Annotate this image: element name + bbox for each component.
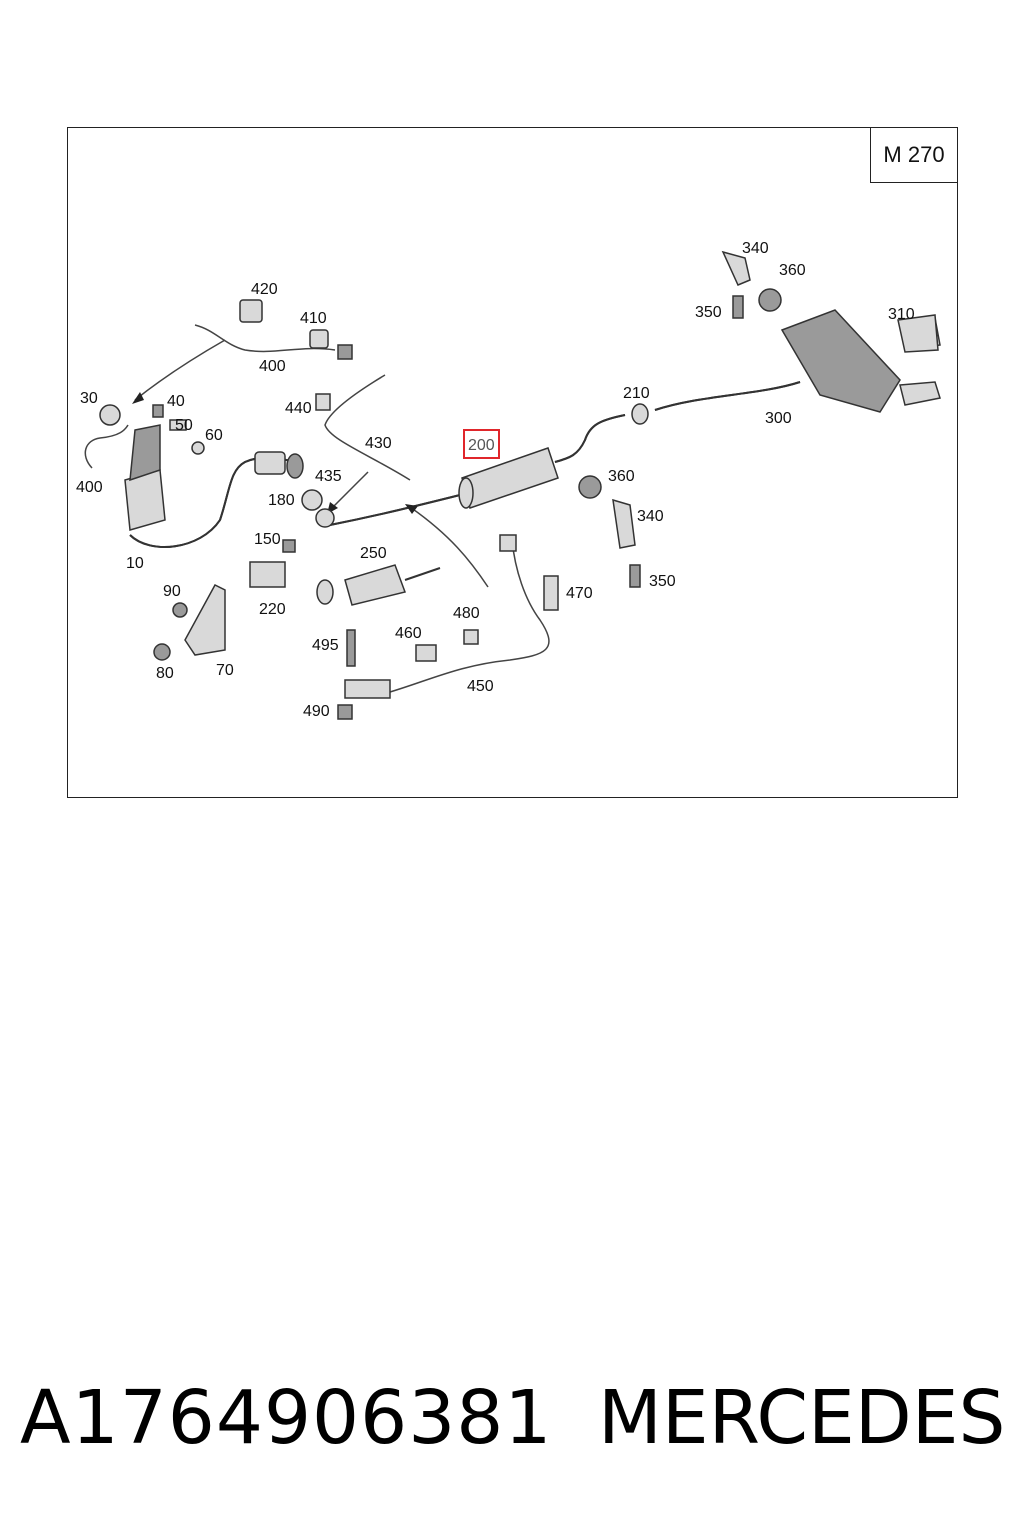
footer: A1764906381 MERCEDES [0, 1370, 1024, 1480]
nut-150 [282, 539, 296, 553]
callout-180: 180 [268, 492, 295, 509]
brand-name: MERCEDES [598, 1375, 1006, 1461]
clamp-210 [631, 403, 649, 425]
callout-400-left: 400 [76, 479, 103, 496]
callout-10: 10 [126, 555, 144, 572]
callout-360-mid: 360 [608, 468, 635, 485]
arrow-to-pipe [409, 506, 489, 588]
callout-30: 30 [80, 390, 98, 407]
bracket-340-top [721, 250, 751, 286]
callout-420: 420 [251, 281, 278, 298]
bolt-350-mid [629, 564, 641, 588]
callout-360-top: 360 [779, 262, 806, 279]
sensor-wire-400-upper [194, 324, 336, 353]
exhaust-parts-illustration [84, 250, 941, 720]
clip-410 [309, 329, 329, 349]
callout-430: 430 [365, 435, 392, 452]
callout-220: 220 [259, 601, 286, 618]
callout-490: 490 [303, 703, 330, 720]
callout-350-mid: 350 [649, 573, 676, 590]
callout-450: 450 [467, 678, 494, 695]
callout-435: 435 [315, 468, 342, 485]
part-number: A1764906381 [20, 1375, 553, 1461]
callout-310: 310 [888, 306, 915, 323]
clamp-180b [315, 508, 335, 528]
manifold-catalyst [99, 404, 166, 531]
engine-code-box: M 270 [870, 127, 958, 183]
bolt-350-top [732, 295, 744, 319]
callout-300: 300 [765, 410, 792, 427]
hanger-360-right [758, 288, 782, 312]
callout-40: 40 [167, 393, 185, 410]
sensor-wire-400-left [84, 424, 129, 469]
nut-490 [337, 704, 353, 720]
clamp-180 [301, 489, 323, 511]
bracket-460 [415, 644, 437, 662]
part-50 [169, 419, 187, 431]
bracket-70 [184, 584, 226, 656]
nut-80 [153, 643, 171, 661]
callout-80: 80 [156, 665, 174, 682]
sensor-block-450 [344, 679, 391, 699]
callout-90: 90 [163, 583, 181, 600]
front-pipe-part-10 [129, 451, 304, 548]
screw-495 [346, 629, 356, 667]
callout-50: 50 [175, 417, 193, 434]
callout-495: 495 [312, 637, 339, 654]
clamp-480 [463, 629, 479, 645]
clip-420 [239, 299, 263, 323]
callout-460: 460 [395, 625, 422, 642]
cable-430 [324, 374, 411, 481]
callout-350-top: 350 [695, 304, 722, 321]
callout-340-top: 340 [742, 240, 769, 257]
callout-440: 440 [285, 400, 312, 417]
cable-450 [389, 539, 550, 693]
callout-60: 60 [205, 427, 223, 444]
arrow-to-manifold [134, 339, 226, 401]
bracket-340-mid [612, 498, 636, 549]
callout-340-mid: 340 [637, 508, 664, 525]
gasket-220 [249, 561, 286, 588]
callout-200-highlighted[interactable]: 200 [463, 429, 500, 459]
callout-250: 250 [360, 545, 387, 562]
hanger-360-mid [578, 475, 602, 499]
callout-150: 150 [254, 531, 281, 548]
tip-310 [897, 314, 939, 353]
callout-410: 410 [300, 310, 327, 327]
callout-70: 70 [216, 662, 234, 679]
part-60 [191, 441, 205, 455]
callout-480: 480 [453, 605, 480, 622]
part-40 [152, 404, 164, 418]
bracket-470 [543, 575, 559, 611]
particulate-filter-250 [316, 564, 441, 606]
callout-210: 210 [623, 385, 650, 402]
callout-400: 400 [259, 358, 286, 375]
bolt-90 [172, 602, 188, 618]
front-muffler-part-200 [329, 414, 626, 526]
callout-470: 470 [566, 585, 593, 602]
